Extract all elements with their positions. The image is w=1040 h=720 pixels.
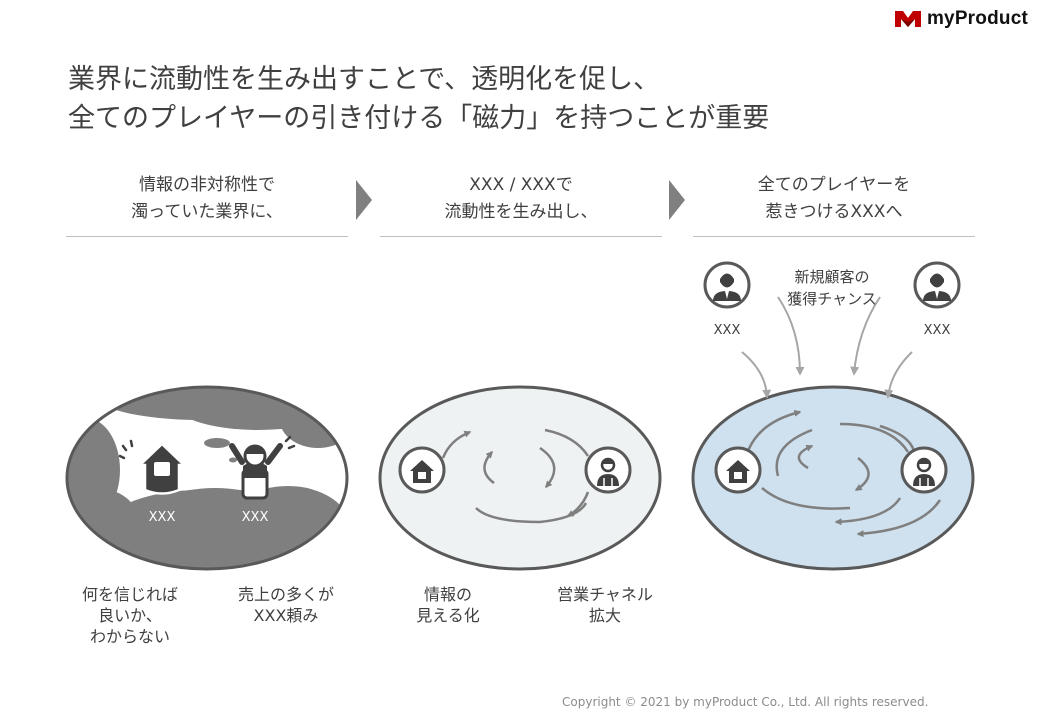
stage2-caption-right: 営業チャネル 拡大	[545, 584, 665, 626]
person-right-label: XXX	[924, 323, 951, 338]
new-customers-line-2: 獲得チャンス	[787, 290, 877, 308]
stage2-flowing-pool	[378, 385, 662, 571]
stage2-house-icon	[398, 446, 446, 494]
stage1-caption-left: 何を信じれば 良いか、 わからない	[70, 584, 190, 647]
stage2-caption-right-line-1: 営業チャネル	[557, 585, 653, 604]
column-divider-1	[66, 236, 348, 237]
stage1-worker-icon	[229, 435, 296, 500]
stage2-caption-left-line-1: 情報の	[423, 585, 472, 604]
column-header-1: 情報の非対称性で 濁っていた業界に、	[66, 172, 348, 226]
step-chevron-1	[356, 180, 372, 220]
stage1-entity-right: XXX	[242, 510, 269, 525]
stage1-caption-left-line-3: わからない	[89, 627, 170, 646]
column-header-2-line-1: XXX / XXXで	[469, 175, 573, 195]
step-chevron-2	[669, 180, 685, 220]
person-left-label: XXX	[714, 323, 741, 338]
stage1-caption-right: 売上の多くが XXX頼み	[226, 584, 346, 626]
column-header-2: XXX / XXXで 流動性を生み出し、	[380, 172, 662, 226]
stage2-caption-right-line-2: 拡大	[588, 606, 621, 625]
new-customers-line-1: 新規顧客の	[794, 268, 870, 286]
title-line-1: 業界に流動性を生み出すことで、透明化を促し、	[68, 64, 661, 95]
brand-name: myProduct	[926, 8, 1028, 29]
stage1-caption-left-line-2: 良いか、	[98, 606, 162, 625]
column-divider-3	[693, 236, 975, 237]
stage3-worker-icon	[900, 446, 948, 494]
stage1-entity-left: XXX	[149, 510, 176, 525]
column-header-1-line-1: 情報の非対称性で	[139, 175, 275, 195]
businessperson-right-icon	[913, 261, 961, 309]
title-line-2: 全てのプレイヤーの引き付ける「磁力」を持つことが重要	[68, 103, 770, 134]
stage2-caption-left-line-2: 見える化	[416, 606, 480, 625]
brand-logo: myProduct	[894, 8, 1028, 30]
column-header-3-line-1: 全てのプレイヤーを	[757, 175, 911, 195]
page-title: 業界に流動性を生み出すことで、透明化を促し、 全てのプレイヤーの引き付ける「磁力…	[68, 60, 968, 138]
stage1-caption-right-line-1: 売上の多くが	[237, 585, 334, 604]
new-customers-label: 新規顧客の 獲得チャンス	[770, 266, 894, 310]
copyright-notice: Copyright © 2021 by myProduct Co., Ltd. …	[562, 695, 929, 709]
stage1-house-icon	[118, 439, 188, 495]
stage2-worker-icon	[584, 446, 632, 494]
column-divider-2	[380, 236, 662, 237]
brand-mark-icon	[894, 11, 921, 27]
stage1-caption-left-line-1: 何を信じれば	[81, 585, 178, 604]
businessperson-left-icon	[703, 261, 751, 309]
stage1-caption-right-line-2: XXX頼み	[253, 606, 319, 625]
column-header-1-line-2: 濁っていた業界に、	[131, 202, 283, 222]
stage3-house-icon	[714, 446, 762, 494]
column-header-3-line-2: 惹きつけるXXXへ	[765, 202, 903, 222]
stage1-murky-pool	[65, 385, 349, 571]
stage2-caption-left: 情報の 見える化	[388, 584, 508, 626]
column-header-2-line-2: 流動性を生み出し、	[444, 202, 598, 222]
column-header-3: 全てのプレイヤーを 惹きつけるXXXへ	[693, 172, 975, 226]
inbound-arrows	[741, 296, 913, 399]
